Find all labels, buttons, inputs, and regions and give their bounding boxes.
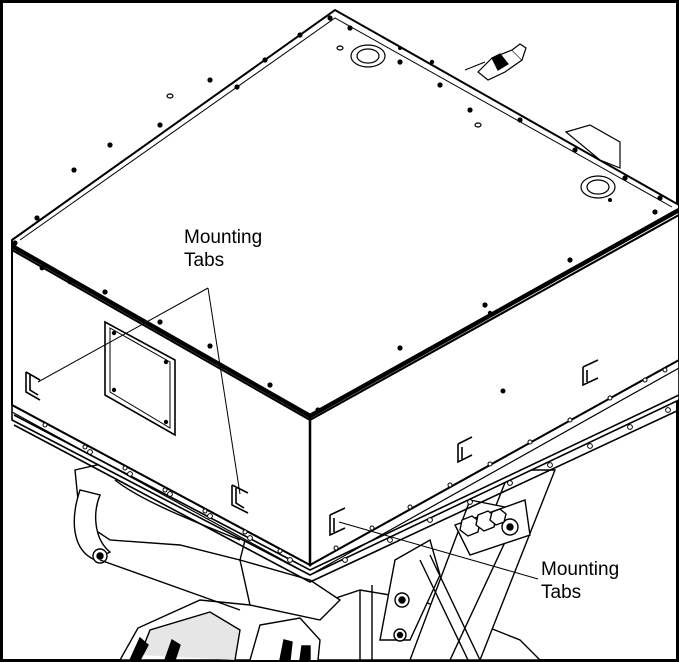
callout-upper: Mounting Tabs	[180, 223, 282, 273]
callout-upper-line1: Mounting	[184, 227, 262, 248]
lid-screws	[12, 15, 663, 413]
access-panel	[104, 320, 176, 437]
enclosure-box	[10, 8, 679, 576]
callout-lower-line1: Mounting	[541, 559, 619, 580]
callout-leaders	[37, 287, 539, 580]
callout-lower: Mounting Tabs	[538, 555, 644, 607]
callout-lower-line2: Tabs	[541, 582, 581, 603]
mounting-tab-icons	[25, 359, 599, 537]
callout-upper-line2: Tabs	[184, 250, 224, 271]
cable-connector-icon	[464, 43, 527, 81]
rear-junction-box	[564, 124, 621, 169]
scissor-lift-mechanism	[73, 454, 557, 661]
